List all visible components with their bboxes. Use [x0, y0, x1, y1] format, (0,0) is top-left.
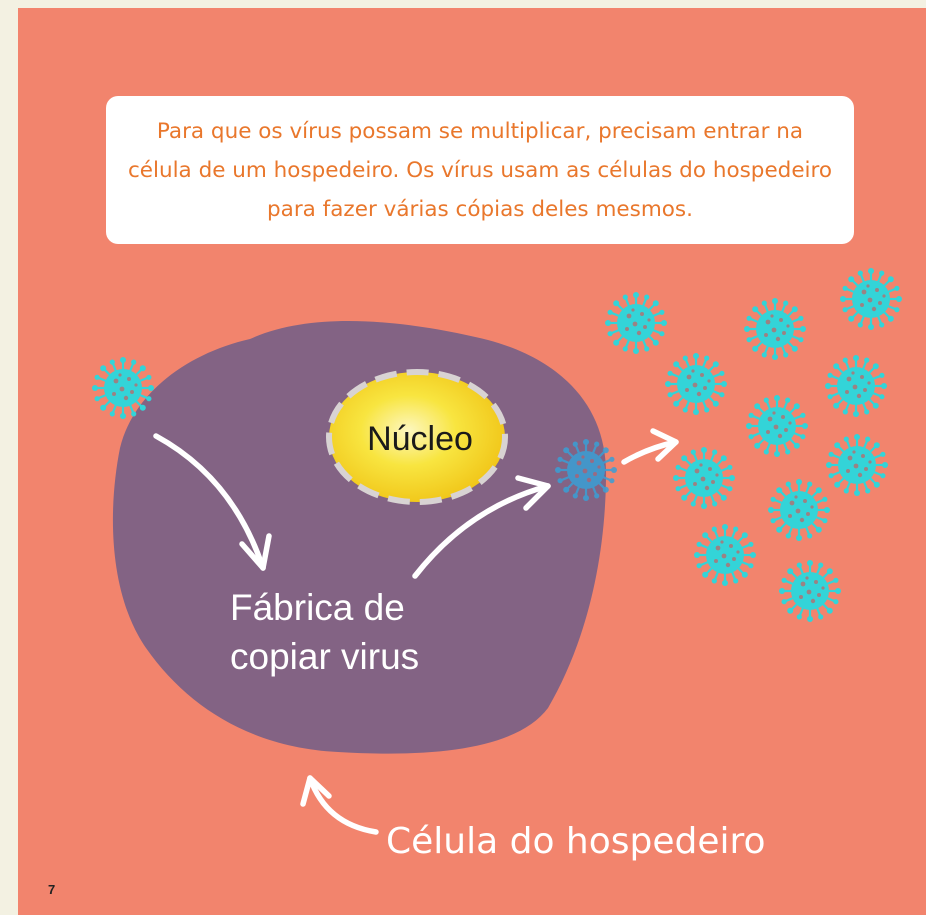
page-number: 7 [48, 882, 56, 897]
entry-arrow [153, 433, 272, 571]
virus-icon-entering [90, 355, 156, 421]
virus-icon [777, 558, 843, 624]
intro-text: Para que os vírus possam se multiplicar,… [127, 118, 833, 222]
virus-replication-diagram: Núcleo Fábrica de copiar virus Célula do… [90, 266, 904, 862]
virus-icon [663, 351, 729, 417]
virus-icon [692, 522, 758, 588]
cell-pointer-arrow [300, 775, 379, 835]
virus-icon-exiting [553, 437, 619, 503]
page: Para que os vírus possam se multiplicar,… [18, 8, 926, 915]
virus-icon [838, 266, 904, 332]
factory-label-line1: Fábrica de [230, 587, 405, 628]
factory-label-line2: copiar virus [230, 636, 419, 677]
virus-icon [823, 353, 889, 419]
virus-icon [824, 432, 890, 498]
virus-icon [603, 290, 669, 356]
virus-icon [671, 445, 737, 511]
virus-icon [766, 477, 832, 543]
virus-icon [742, 296, 808, 362]
virus-icon [744, 393, 810, 459]
exit-arrow [412, 475, 551, 579]
nucleus: Núcleo [326, 369, 508, 505]
nucleus-label: Núcleo [367, 420, 473, 458]
intro-box: Para que os vírus possam se multiplicar,… [106, 96, 854, 244]
host-cell-label: Célula do hospedeiro [386, 821, 766, 862]
release-arrow [621, 428, 679, 465]
